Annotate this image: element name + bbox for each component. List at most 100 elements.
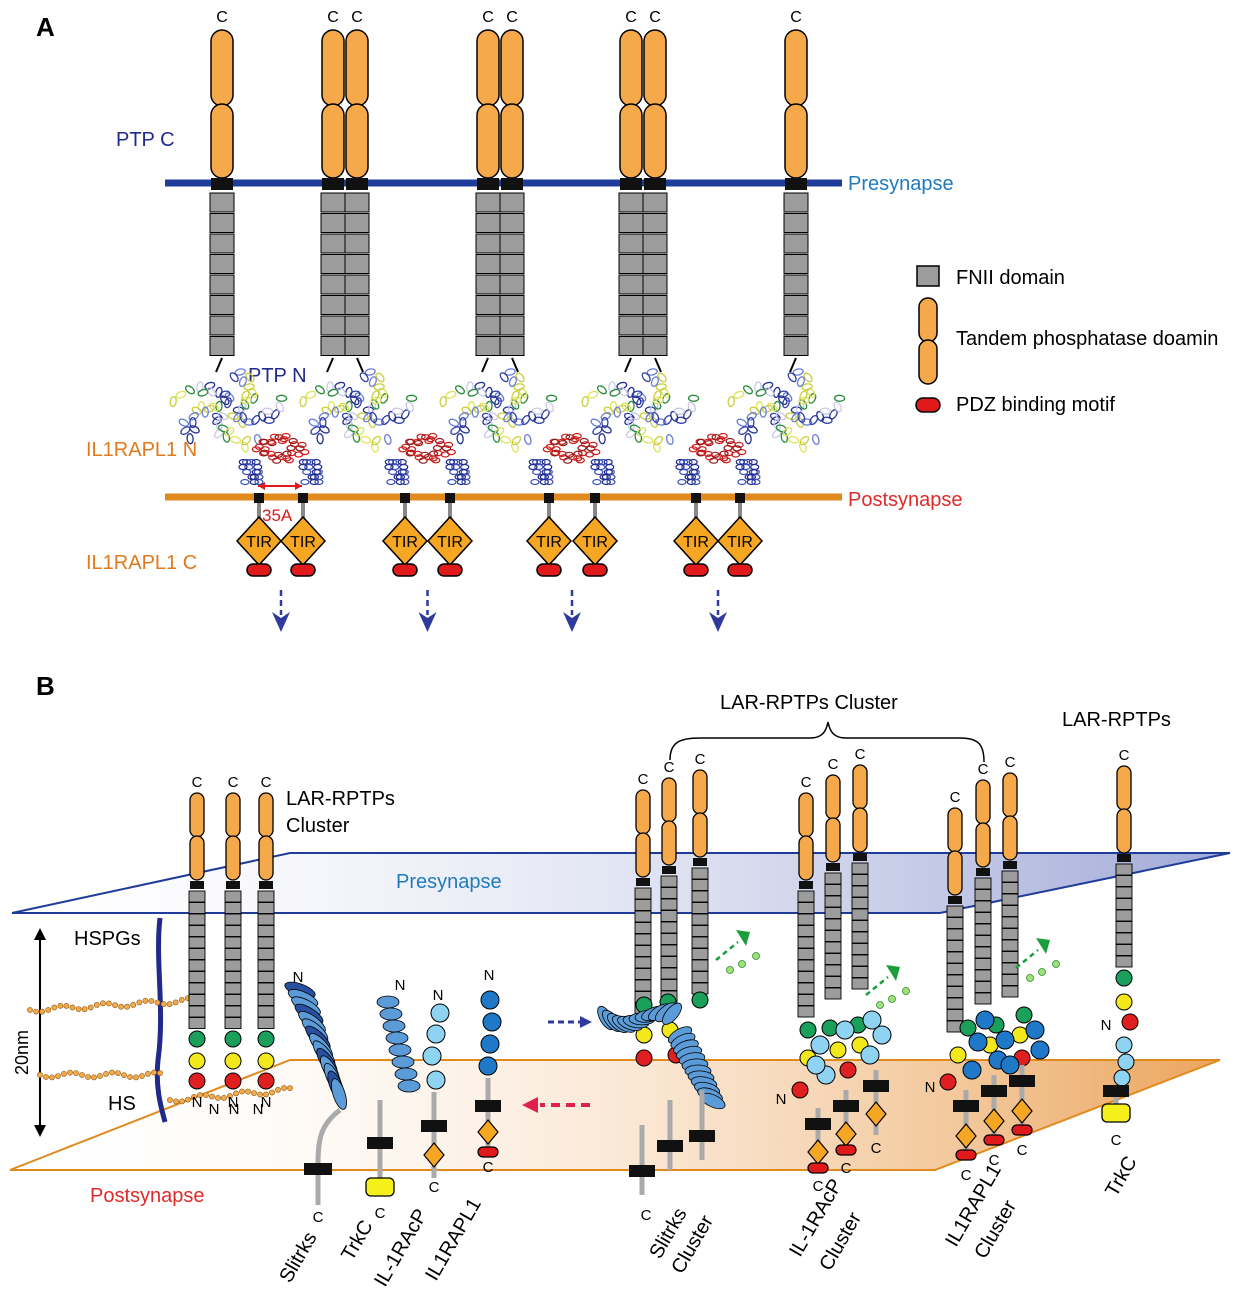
- phosphatase-domain-d2: [225, 835, 241, 881]
- tir-label: TIR: [290, 534, 316, 551]
- label-slitrks: Slitrks: [275, 1228, 321, 1286]
- fn-domain: [1115, 886, 1133, 899]
- n-terminus-label: N: [253, 1101, 264, 1118]
- phosphatase-domain-d1: [189, 792, 205, 838]
- fn-domain: [209, 192, 235, 213]
- cluster-ig-domain: [635, 1049, 653, 1067]
- hs-sugar: [69, 1004, 76, 1011]
- pdz-motif: [290, 563, 316, 577]
- hs-sugar: [43, 1074, 49, 1080]
- fn-domain: [634, 979, 652, 992]
- fn-domain: [946, 963, 964, 975]
- fn-domain: [320, 274, 346, 295]
- structure-strand: [191, 406, 203, 416]
- structure-strand: [321, 406, 333, 416]
- il1-n-strand: [240, 478, 250, 486]
- fn-domain: [224, 902, 242, 914]
- structure-strand: [336, 387, 347, 397]
- structure-strand: [665, 433, 674, 446]
- il1rapl1-ig-domain: [1000, 1055, 1020, 1075]
- n-terminus-label: N: [228, 1094, 239, 1111]
- il1-n-strand: [428, 432, 438, 440]
- structure-strand: [209, 402, 220, 412]
- fn-domain: [257, 971, 275, 983]
- fn-domain: [188, 902, 206, 914]
- structure-strand: [673, 407, 686, 415]
- transmembrane-block: [1103, 1085, 1129, 1097]
- fn-domain: [224, 1005, 242, 1018]
- il1-n-strand: [585, 451, 595, 458]
- tir-domain: [423, 1142, 445, 1168]
- fn-domain: [320, 295, 346, 315]
- fn-domain: [618, 295, 644, 315]
- c-terminus-label: C: [989, 1152, 1000, 1169]
- pdz-motif: [807, 1162, 829, 1174]
- fn-domain: [660, 887, 678, 899]
- fn-domain: [618, 315, 644, 336]
- structure-strand: [624, 416, 635, 426]
- fn-domain: [797, 890, 815, 903]
- phosphatase-domain-d2: [476, 103, 500, 179]
- hs-sugar: [221, 1095, 227, 1101]
- il1-n-strand: [412, 438, 422, 445]
- fn-domain: [618, 233, 644, 254]
- il1racp-ig-domain: [426, 1070, 446, 1090]
- transmembrane-block: [636, 878, 650, 886]
- hs-sugar: [91, 1074, 97, 1081]
- fn-domain: [642, 336, 668, 356]
- structure-strand: [816, 410, 825, 422]
- c-terminus-label: C: [261, 774, 272, 791]
- ptp-receptor-b: C: [797, 774, 815, 1018]
- phosphatase-domain-d1: [1116, 765, 1132, 811]
- il1-n-strand: [260, 449, 270, 456]
- il1-n-strand: [557, 438, 567, 445]
- fn-domain: [797, 936, 815, 949]
- structure-strand: [833, 401, 842, 413]
- label-il1rapl1: IL1RAPL1: [421, 1195, 486, 1285]
- structure-strand: [327, 388, 339, 397]
- structure-strand: [383, 433, 392, 446]
- signal-dot: [876, 1001, 884, 1009]
- il1-n-strand: [688, 458, 698, 466]
- structure-strand: [798, 396, 810, 405]
- structure-strand: [224, 426, 235, 437]
- hs-sugar: [118, 1003, 124, 1010]
- ig2-domain: [224, 1052, 242, 1070]
- structure-strand: [405, 401, 414, 413]
- linker: [624, 357, 632, 373]
- tir-domain: [1011, 1098, 1033, 1124]
- fn-domain: [642, 274, 668, 295]
- hs-sugar: [63, 1003, 70, 1009]
- hs-sugar: [185, 1096, 191, 1103]
- il1-n-strand: [400, 478, 410, 486]
- structure-strand: [331, 406, 339, 418]
- structure-strand: [258, 410, 267, 422]
- structure-strand: [212, 416, 223, 426]
- pdz-motif: [983, 1134, 1005, 1146]
- n-terminus-label: N: [395, 977, 406, 994]
- ptp-n-structure: [581, 368, 700, 453]
- structure-strand: [772, 386, 781, 398]
- structure-strand: [799, 435, 810, 446]
- structure-strand: [175, 390, 187, 399]
- linker: [654, 357, 662, 373]
- hs-sugar: [142, 997, 149, 1004]
- structure-strand: [344, 386, 353, 398]
- hs-sugar: [87, 1004, 94, 1011]
- ptp-receptor-b: CN: [224, 774, 242, 1111]
- ig3-domain: [224, 1072, 242, 1090]
- hs-sugar: [215, 1095, 221, 1101]
- c-terminus-label: C: [790, 9, 802, 26]
- fn-domain: [851, 920, 869, 932]
- hs-sugar: [124, 1003, 130, 1010]
- il1-n-strand: [406, 449, 416, 456]
- cluster-ig-domain: [829, 1041, 847, 1059]
- transmembrane-block: [693, 858, 707, 866]
- pdz-motif: [477, 1146, 499, 1158]
- cluster-left-line2: Cluster: [286, 815, 350, 837]
- phosphatase-domain-d2: [635, 832, 651, 878]
- fn-domain: [344, 213, 370, 233]
- fn-domain: [499, 336, 525, 356]
- c-terminus-label: C: [978, 761, 989, 778]
